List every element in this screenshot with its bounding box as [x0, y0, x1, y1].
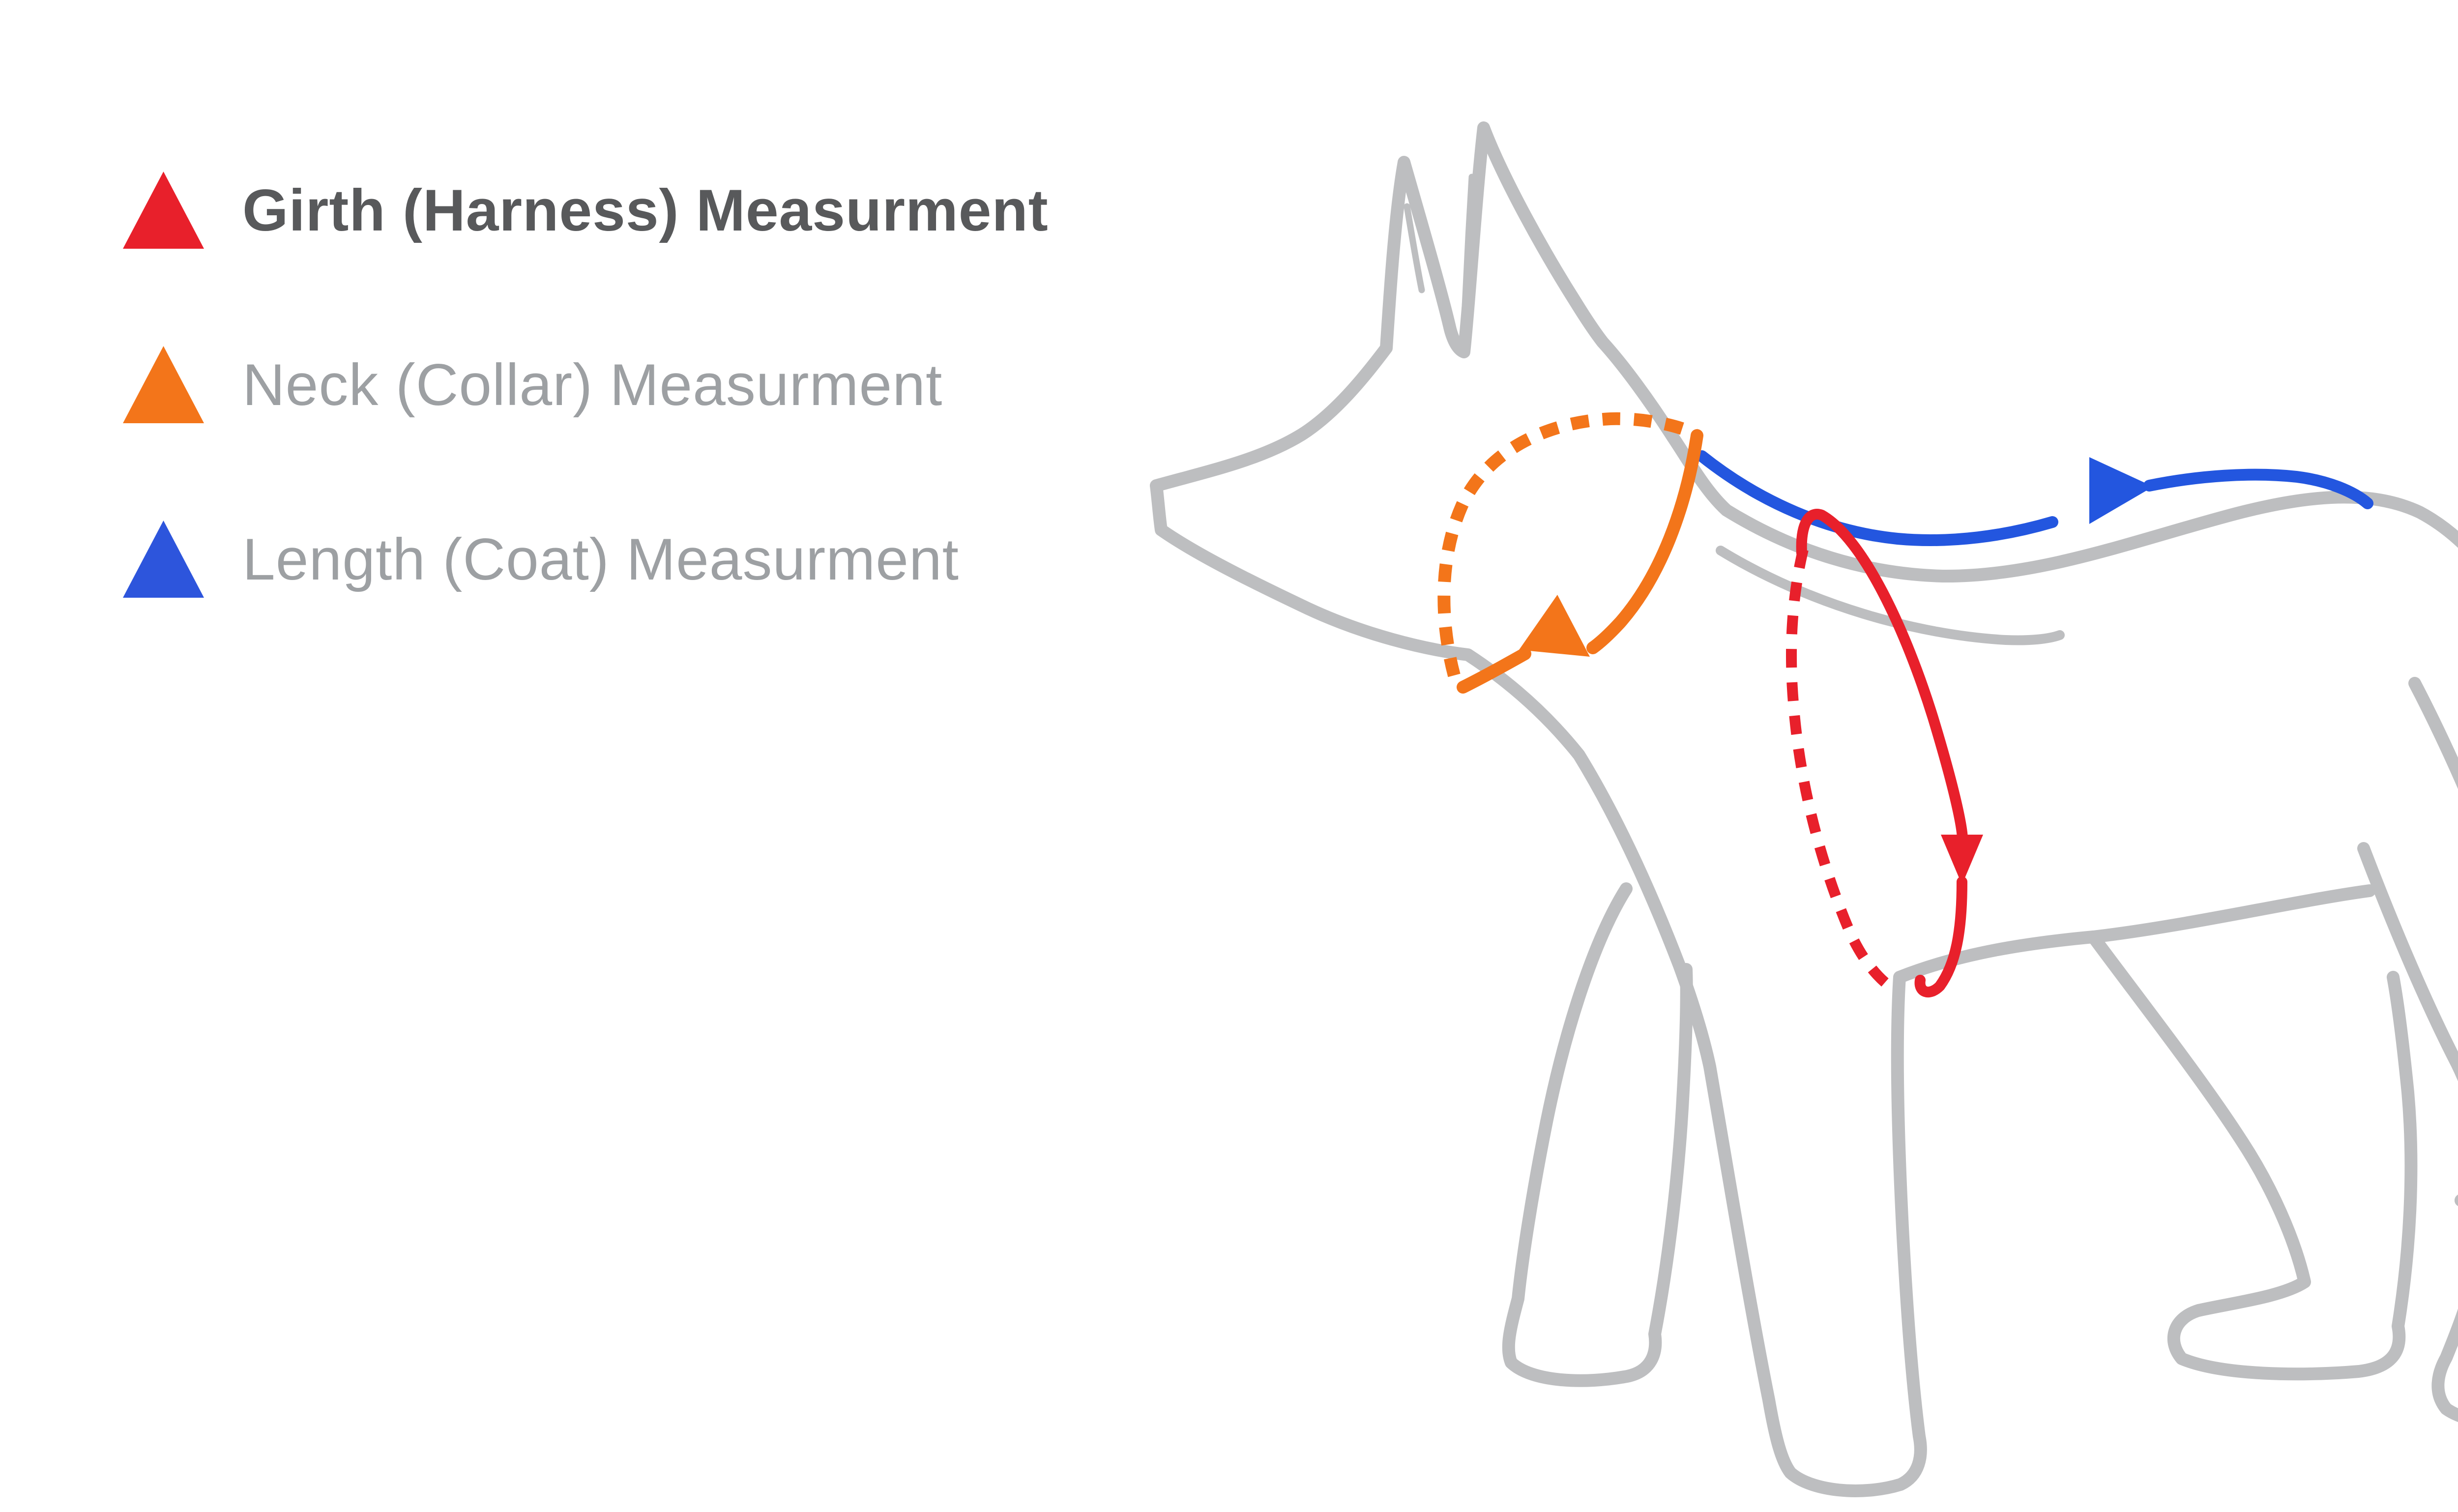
- dog-outline: [1150, 121, 2458, 1497]
- neck-arrowhead-icon: [1519, 595, 1590, 657]
- dog-head-back-tail-line: [1150, 121, 2458, 1206]
- girth-dashed-arc: [1786, 548, 1894, 991]
- dog-far-front-leg-line: [1502, 882, 1693, 1387]
- legend-label-girth: Girth (Harness) Measurment: [242, 177, 1049, 243]
- girth-harness-measurement: [1786, 509, 1983, 997]
- girth-solid-arc: [1796, 509, 1968, 843]
- dog-tail-inner-line: [2408, 677, 2458, 1206]
- legend-item-length: Length (Coat) Measurment: [123, 521, 1049, 598]
- neck-triangle-shape: [123, 346, 204, 423]
- neck-line-stub: [1457, 647, 1531, 694]
- legend-label-length: Length (Coat) Measurment: [242, 526, 960, 592]
- dog-rear-ear-inner-line: [1404, 203, 1425, 293]
- girth-triangle-icon: [123, 172, 204, 249]
- girth-arrowhead-icon: [1941, 835, 1983, 885]
- length-triangle-icon: [123, 521, 204, 598]
- legend: Girth (Harness) Measurment Neck (Collar)…: [123, 172, 1049, 695]
- neck-triangle-icon: [123, 346, 204, 423]
- length-triangle-shape: [123, 521, 204, 598]
- girth-line-hook: [1914, 876, 1967, 997]
- legend-item-neck: Neck (Collar) Measurment: [123, 346, 1049, 423]
- neck-dashed-arc: [1437, 412, 1698, 677]
- neck-solid-arc: [1586, 429, 1703, 654]
- length-coat-measurement: [1696, 450, 2373, 546]
- girth-triangle-shape: [123, 172, 204, 249]
- legend-label-neck: Neck (Collar) Measurment: [242, 351, 943, 418]
- length-line-front: [1696, 450, 2058, 546]
- length-arrowhead-icon: [2089, 457, 2153, 524]
- legend-item-girth: Girth (Harness) Measurment: [123, 172, 1049, 249]
- length-line-rear: [2143, 468, 2373, 509]
- neck-collar-measurement: [1437, 412, 1703, 694]
- dog-far-hind-leg-line: [2087, 930, 2418, 1381]
- dog-front-ear-inner-line: [1461, 174, 1475, 330]
- dog-jaw-chest-belly-line: [1150, 479, 2376, 1497]
- dog-back-accent-line: [1716, 546, 2065, 645]
